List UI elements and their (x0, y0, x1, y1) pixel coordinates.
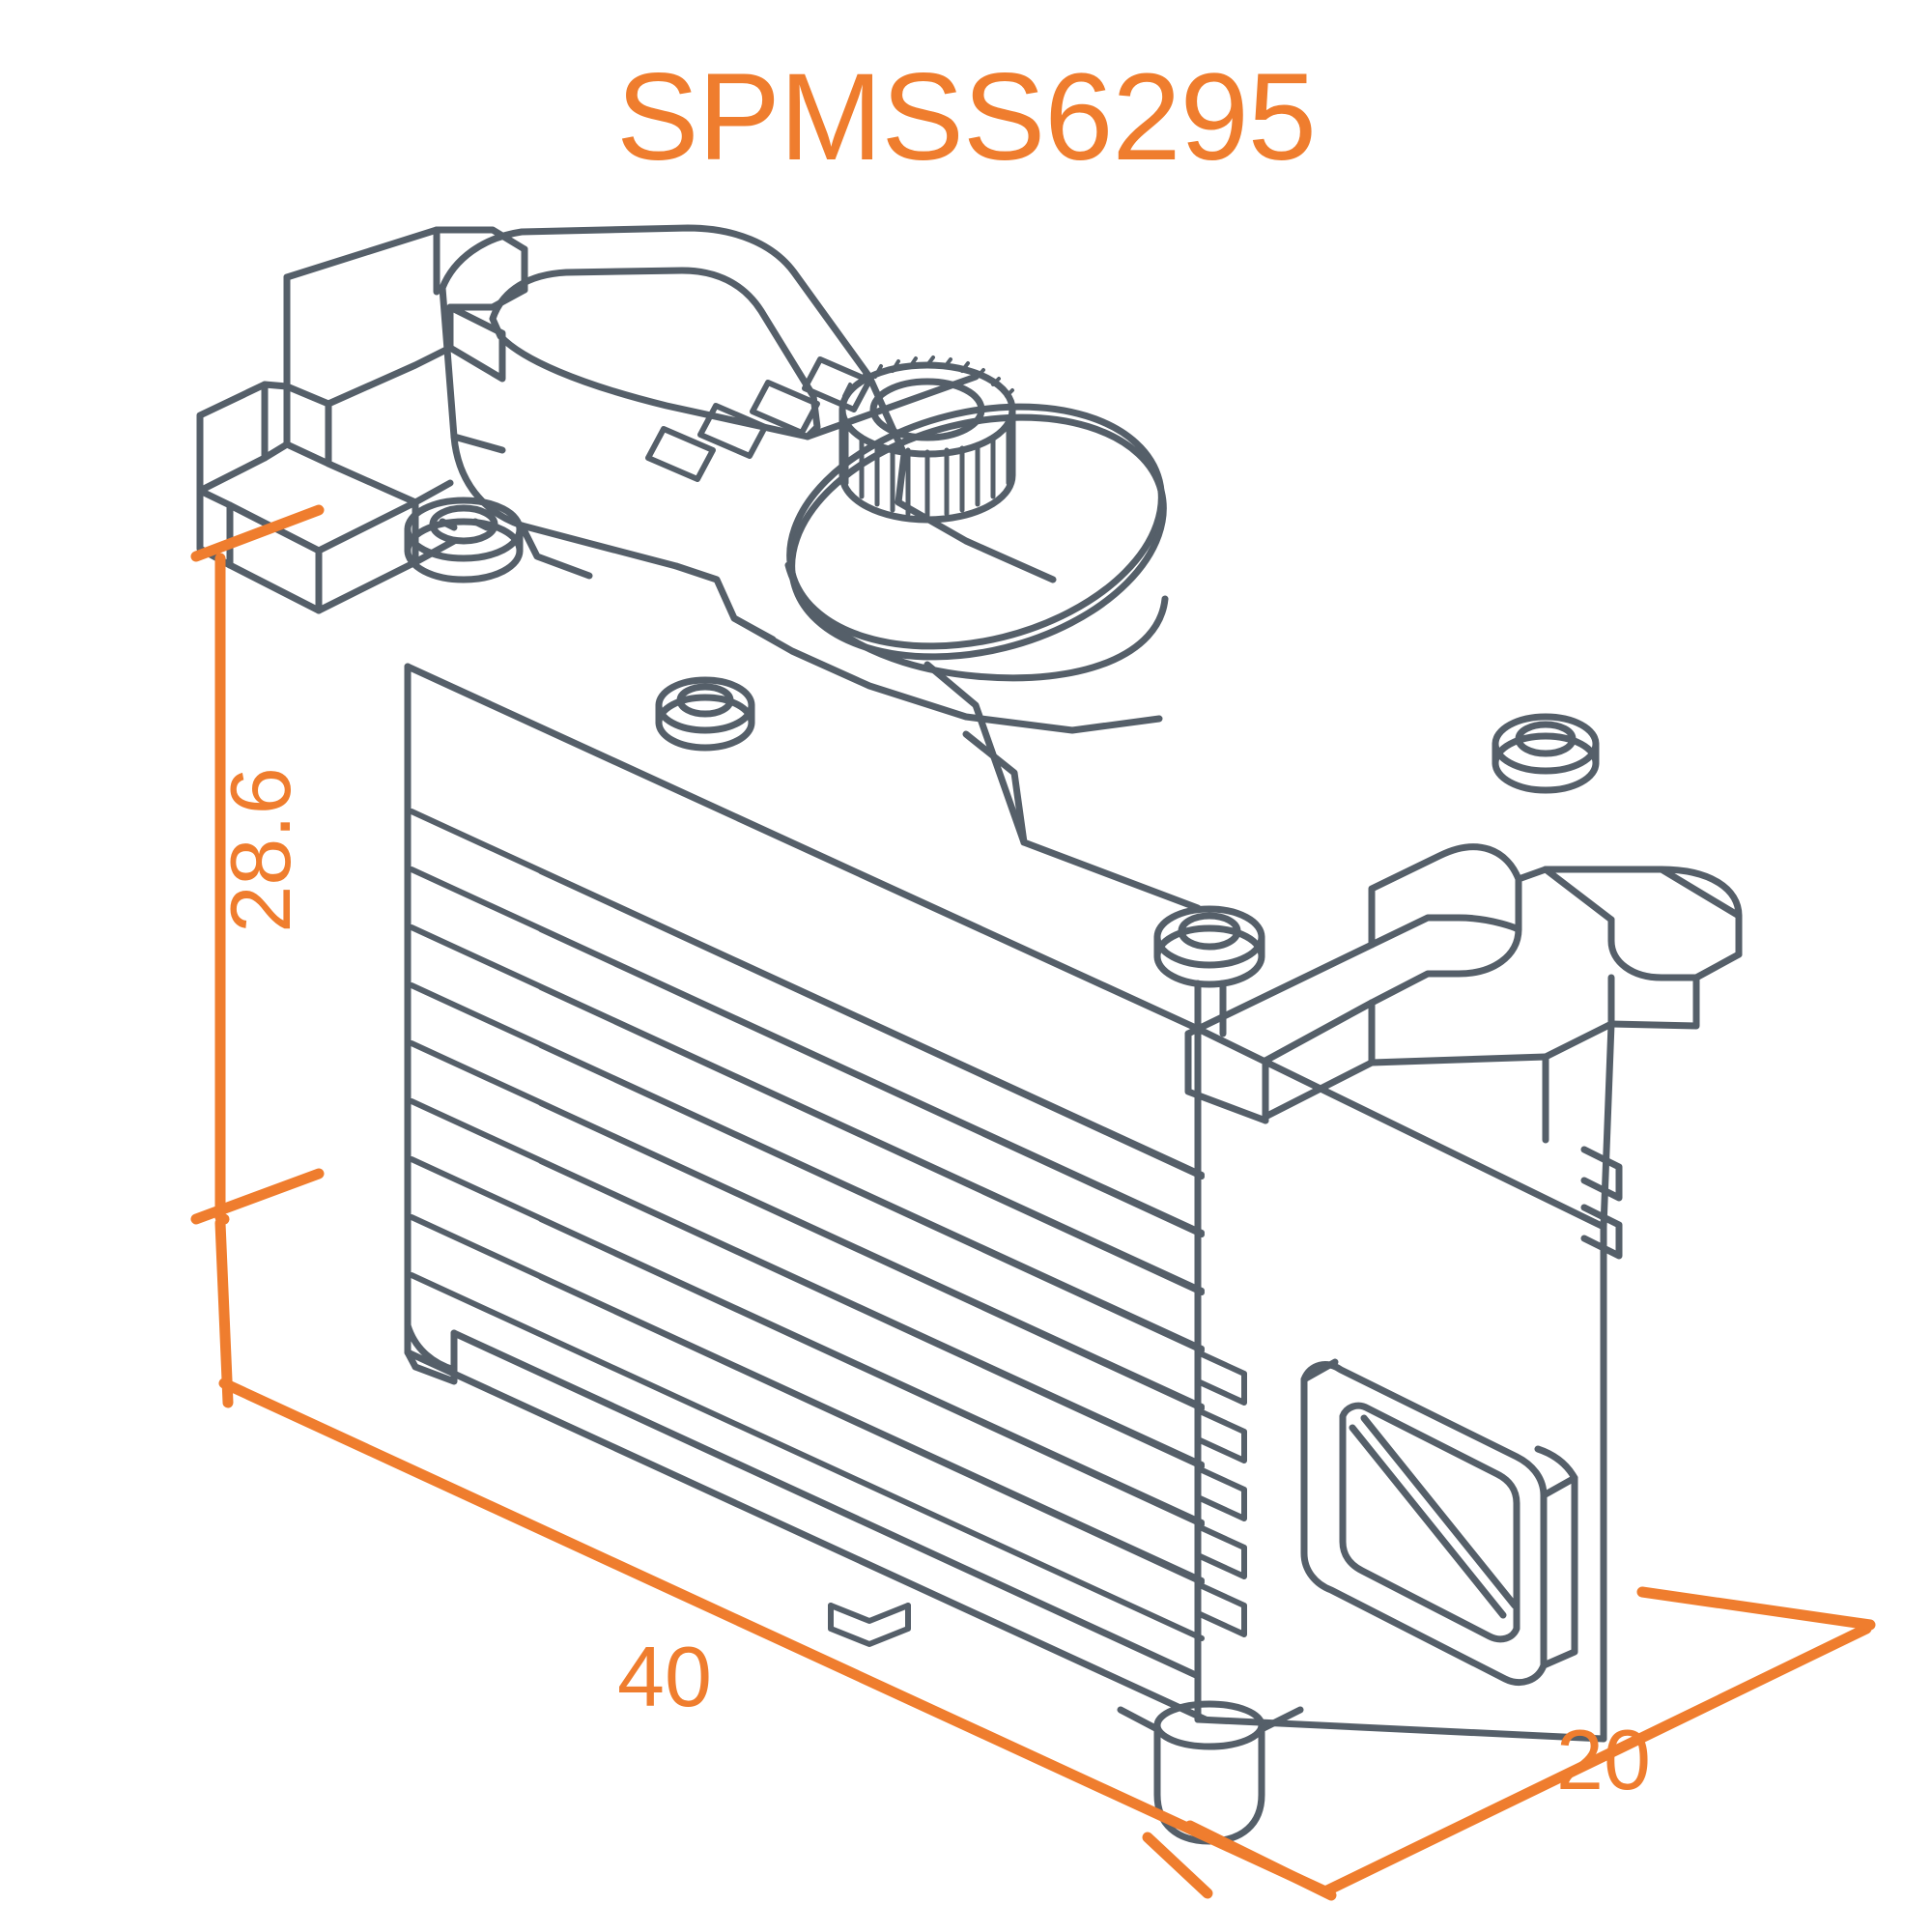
dimension-label-width: 20 (1556, 1712, 1651, 1807)
dimension-line-length (218, 1378, 1331, 1897)
output-hub (784, 403, 1169, 682)
servo-outline-group (196, 224, 1743, 1845)
screw-mid-left (655, 676, 755, 752)
gusset (923, 661, 1202, 912)
case-end-face (1194, 1020, 1623, 1743)
spline-crown (842, 355, 1014, 398)
vent-ribs (645, 356, 872, 482)
extension-line-height-top (190, 504, 325, 562)
cooling-fin-edges (538, 868, 1205, 1585)
spline-teeth (843, 422, 1011, 519)
splined-output-shaft (838, 355, 1016, 524)
extension-line-height-bottom (190, 1168, 325, 1225)
extension-line-length-left (214, 1217, 234, 1408)
dimension-label-height: 28.6 (213, 767, 308, 932)
screw-right (1492, 713, 1600, 794)
dimension-label-length: 40 (617, 1629, 712, 1724)
mounting-tab-right (1184, 843, 1743, 1124)
extension-line-width-left (1184, 1820, 1337, 1901)
dimension-width (1184, 1586, 1876, 1901)
dimension-height (190, 504, 325, 1225)
bottom-edge-details (828, 1603, 911, 1647)
dimension-line-width (1320, 1623, 1872, 1897)
dimension-labels: 28.6 40 20 (213, 767, 1651, 1807)
dimension-length (214, 1211, 1331, 1899)
end-face-window (1300, 1358, 1578, 1686)
mounting-tab-left (196, 226, 528, 614)
fin-tips (1195, 1350, 1247, 1637)
bottom-boss (1117, 1700, 1304, 1845)
screw-upper-left (404, 497, 524, 583)
case-left-side (404, 663, 1209, 1723)
top-case-cover (439, 224, 908, 643)
dimension-annotations (190, 504, 1876, 1901)
extension-line-length-right (1142, 1832, 1213, 1899)
extension-line-width-right (1636, 1586, 1876, 1631)
bottom-foot-left (404, 1321, 458, 1374)
page-title: SPMSS6295 (616, 48, 1317, 186)
